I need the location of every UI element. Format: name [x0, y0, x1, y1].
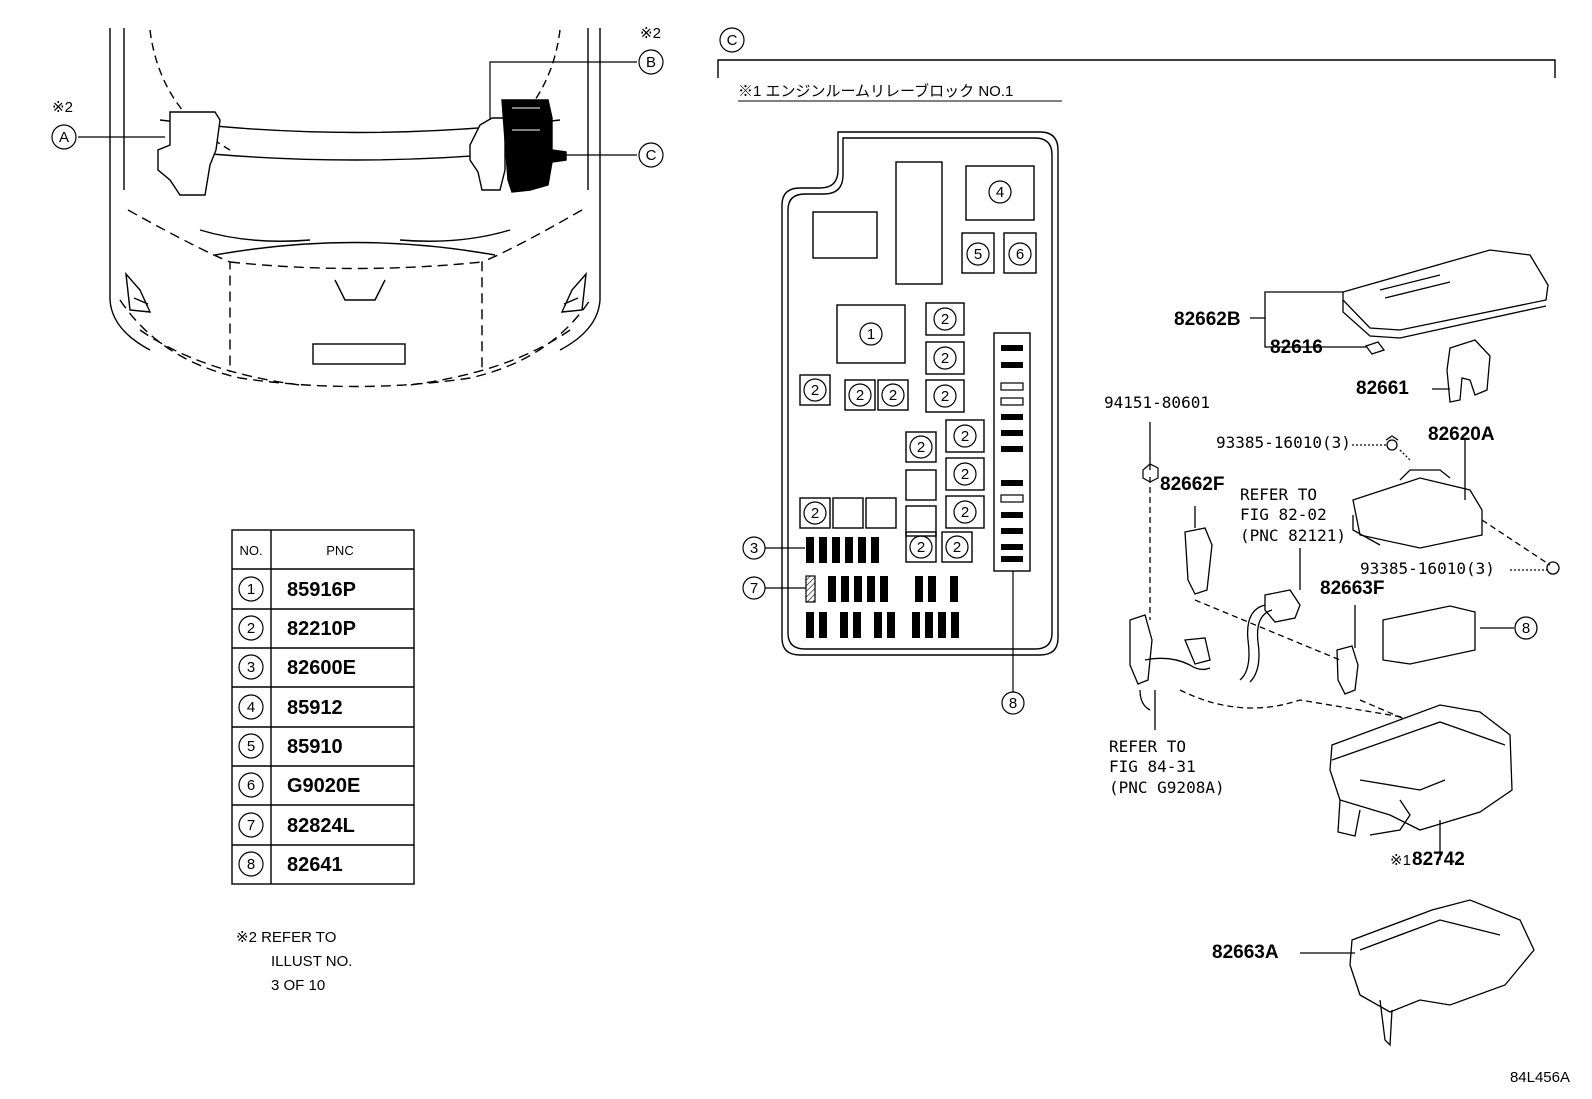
- part-82742-mark: ※1: [1390, 852, 1411, 869]
- block-num-3: 3: [750, 540, 758, 557]
- block-num-2: 2: [917, 439, 925, 456]
- refer-fig-84-31-line2: FIG 84-31: [1109, 757, 1196, 776]
- block-num-2: 2: [941, 350, 949, 367]
- block-num-2: 2: [856, 387, 864, 404]
- callout-c: C: [646, 147, 657, 164]
- block-num-2: 2: [961, 428, 969, 445]
- callout-b-ref-mark: ※2: [640, 25, 661, 42]
- block-num-1: 1: [867, 326, 875, 343]
- refer-fig-82-02-line2: FIG 82-02: [1240, 505, 1327, 524]
- figure-code: 84L456A: [1510, 1069, 1570, 1086]
- table-row-no: 2: [247, 620, 255, 637]
- note-line-1: ※2 REFER TO: [236, 929, 336, 946]
- block-num-7: 7: [750, 580, 758, 597]
- block-num-2: 2: [961, 466, 969, 483]
- block-num-8: 8: [1009, 695, 1017, 712]
- table-header-pnc: PNC: [326, 543, 353, 558]
- table-row-pnc: 85912: [287, 697, 343, 719]
- part-82616: 82616: [1270, 337, 1323, 358]
- block-num-2: 2: [941, 388, 949, 405]
- table-row-pnc: 82824L: [287, 815, 355, 837]
- refer-fig-82-02-line1: REFER TO: [1240, 485, 1317, 504]
- table-row-pnc: 85916P: [287, 579, 356, 601]
- table-row-no: 8: [247, 856, 255, 873]
- part-82620a: 82620A: [1428, 424, 1495, 445]
- section-c-callout: C: [727, 32, 738, 49]
- block-number-leaders: [765, 547, 1014, 692]
- table-row-pnc: G9020E: [287, 775, 360, 797]
- refer-fig-82-02-line3: (PNC 82121): [1240, 526, 1346, 545]
- vehicle-callouts: [51, 27, 745, 168]
- block-num-8: 8: [1522, 620, 1530, 637]
- table-row-pnc: 82641: [287, 854, 343, 876]
- relay-block-layout: [781, 131, 1059, 656]
- refer-fig-84-31-line3: (PNC G9208A): [1109, 778, 1225, 797]
- table-row-no: 6: [247, 777, 255, 794]
- part-82661: 82661: [1356, 378, 1409, 399]
- section-c-bracket: [717, 59, 1556, 78]
- block-num-6: 6: [1016, 246, 1024, 263]
- note-line-3: 3 OF 10: [271, 977, 325, 994]
- table-row-no: 1: [247, 581, 255, 598]
- part-93385-16010-top: 93385-16010(3): [1216, 433, 1351, 452]
- part-93385-16010-bottom: 93385-16010(3): [1360, 559, 1495, 578]
- table-row-no: 5: [247, 738, 255, 755]
- note-line-2: ILLUST NO.: [271, 953, 352, 970]
- block-num-2: 2: [917, 539, 925, 556]
- block-num-2: 2: [961, 504, 969, 521]
- table-header-no: NO.: [239, 543, 262, 558]
- relay-block-fuses: [806, 345, 1023, 638]
- part-82662b: 82662B: [1174, 309, 1241, 330]
- table-row-pnc: 85910: [287, 736, 343, 758]
- pnc-table-grid: [231, 529, 415, 885]
- part-82663f: 82663F: [1320, 578, 1384, 599]
- callout-a-ref-mark: ※2: [52, 99, 73, 116]
- table-row-no: 3: [247, 659, 255, 676]
- block-num-2: 2: [889, 387, 897, 404]
- part-82663a: 82663A: [1212, 942, 1279, 963]
- table-row-pnc: 82210P: [287, 618, 356, 640]
- table-row-no: 4: [247, 699, 255, 716]
- part-94151-80601: 94151-80601: [1104, 393, 1210, 412]
- block-num-2: 2: [953, 539, 961, 556]
- table-row-pnc: 82600E: [287, 657, 356, 679]
- callout-a: A: [59, 129, 69, 146]
- part-82742: 82742: [1412, 849, 1465, 870]
- callout-b: B: [646, 54, 656, 71]
- block-num-2: 2: [811, 505, 819, 522]
- exploded-parts: [1129, 249, 1560, 1047]
- block-num-2: 2: [941, 311, 949, 328]
- part-82662f: 82662F: [1160, 474, 1224, 495]
- block-num-2: 2: [811, 382, 819, 399]
- relay-block-title: ※1 エンジンルームリレーブロック NO.1: [738, 82, 1013, 100]
- block-number-circles: [742, 180, 1032, 715]
- nut-94151: [1142, 463, 1159, 483]
- refer-fig-84-31-line1: REFER TO: [1109, 737, 1186, 756]
- pnc-table-circles: [238, 576, 264, 877]
- table-row-no: 7: [247, 817, 255, 834]
- block-num-5: 5: [974, 246, 982, 263]
- relay-block-fuse-outlines: [805, 382, 1024, 603]
- block-num-4: 4: [996, 184, 1004, 201]
- vehicle-front-illustration: [109, 28, 601, 388]
